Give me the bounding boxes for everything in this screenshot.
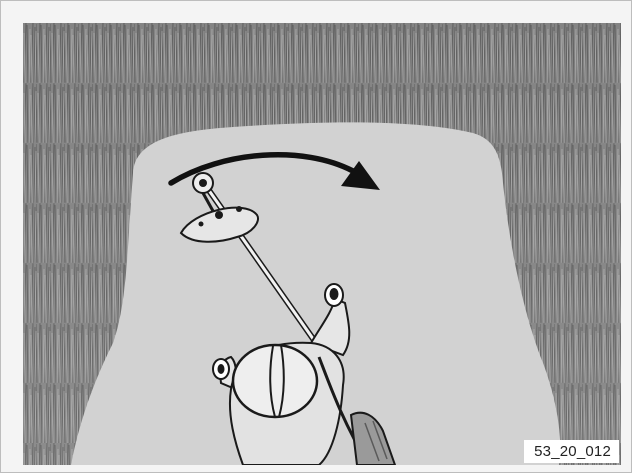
trimmer-mowing-illustration: [23, 23, 621, 465]
figure-code-label: 53_20_012: [524, 440, 619, 463]
